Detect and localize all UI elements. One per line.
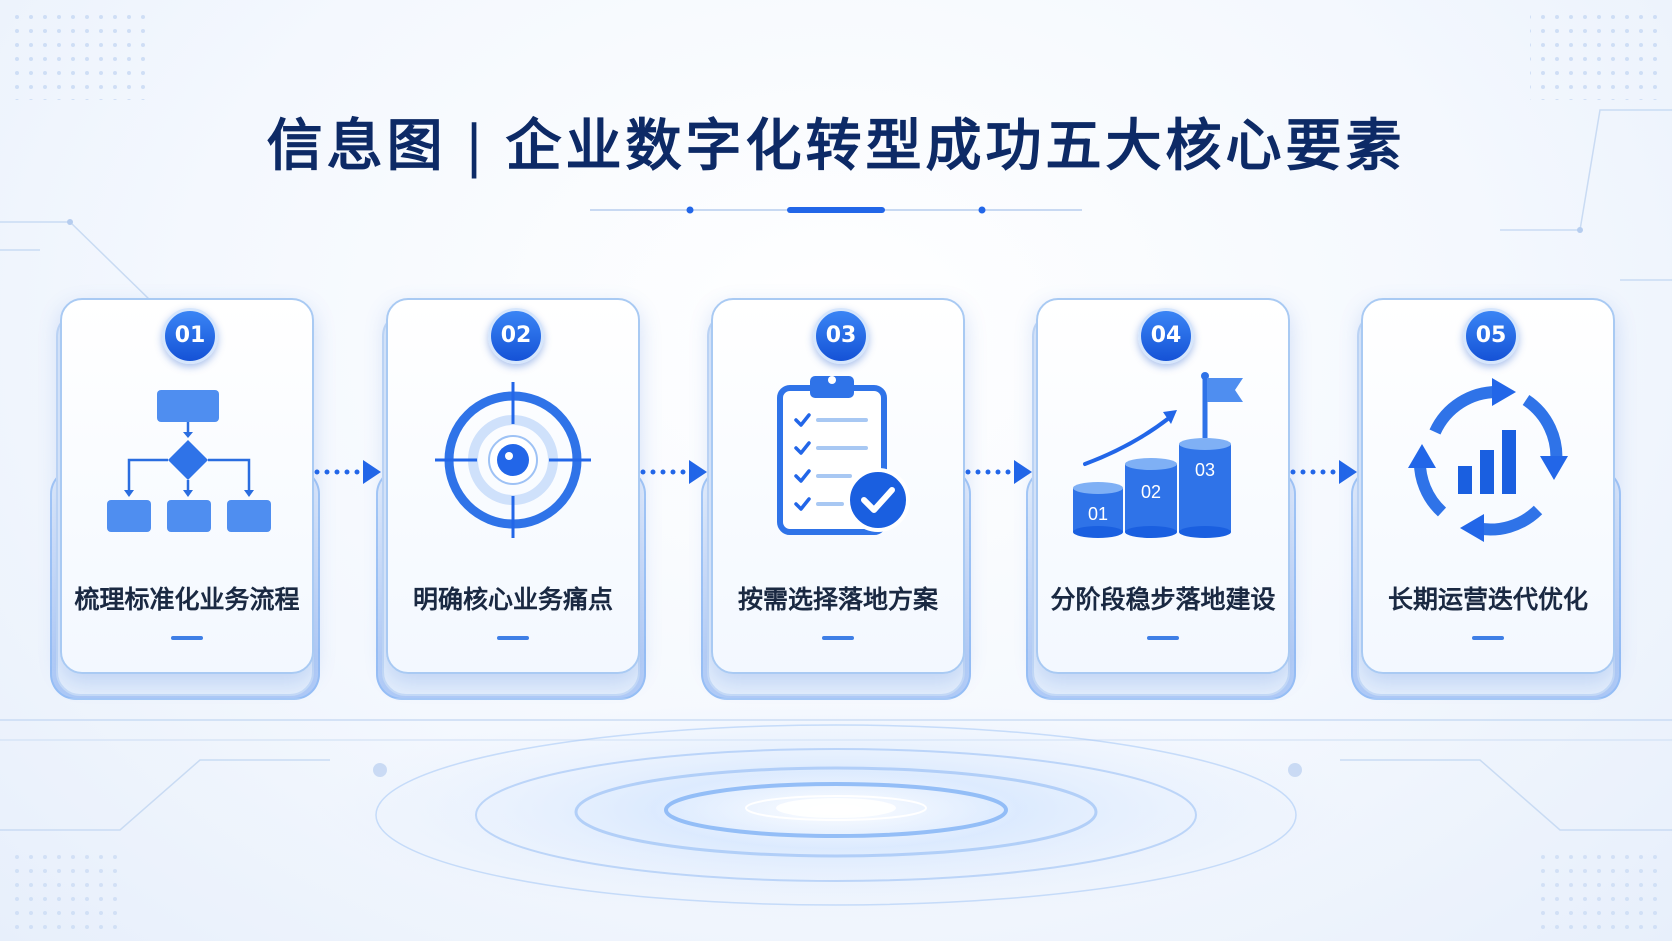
card-face: 01 梳理标准化业务流程 (60, 298, 314, 674)
step-card-02: 02 明确核心业务痛点 (376, 298, 646, 700)
arrow-right-icon (314, 460, 381, 484)
step-badge: 03 (813, 308, 869, 364)
title-divider (590, 206, 1082, 214)
card-face: 03 按需选择落地方案 (711, 298, 965, 674)
step-card-01: 01 梳理标准化业务流程 (50, 298, 320, 700)
card-face: 05 长期运营迭代优化 (1361, 298, 1615, 674)
step-label: 明确核心业务痛点 (412, 585, 613, 614)
title-subtitle: 企业数字化转型成功五大核心要素 (505, 114, 1406, 179)
step-badge: 04 (1138, 308, 1194, 364)
step-card-05: 05 长期运营迭代优化 (1351, 298, 1621, 700)
step-label: 按需选择落地方案 (737, 585, 938, 614)
bar-label: 01 (1088, 504, 1108, 524)
label-underline (1472, 636, 1504, 640)
step-badge: 05 (1463, 308, 1519, 364)
step-card-04: 04 01 02 03 分阶段稳步落地建设 (1026, 298, 1296, 700)
step-label: 长期运营迭代优化 (1387, 585, 1588, 614)
flowchart-icon (107, 390, 271, 532)
label-underline (497, 636, 529, 640)
label-underline (171, 636, 203, 640)
step-card-03: 03 按需选择落地方案 (701, 298, 971, 700)
card-face: 02 明确核心业务痛点 (386, 298, 640, 674)
bar-label: 03 (1195, 460, 1215, 480)
title-separator: | (464, 114, 488, 179)
growth-steps-flag-icon: 01 02 03 (1073, 372, 1243, 538)
step-badge: 01 (162, 308, 218, 364)
title-main: 信息图 (266, 114, 447, 179)
page-title: 信息图 | 企业数字化转型成功五大核心要素 (0, 112, 1672, 182)
card-face: 04 01 02 03 分阶段稳步落地建设 (1036, 298, 1290, 674)
step-badge: 02 (488, 308, 544, 364)
clipboard-check-icon (777, 376, 910, 535)
step-label: 分阶段稳步落地建设 (1050, 585, 1276, 614)
label-underline (1147, 636, 1179, 640)
arrow-right-icon (640, 460, 707, 484)
target-icon (435, 382, 591, 538)
bar-label: 02 (1141, 482, 1161, 502)
arrow-right-icon (1290, 460, 1357, 484)
cycle-chart-icon (1408, 378, 1568, 542)
arrow-right-icon (965, 460, 1032, 484)
step-label: 梳理标准化业务流程 (74, 585, 300, 614)
label-underline (822, 636, 854, 640)
